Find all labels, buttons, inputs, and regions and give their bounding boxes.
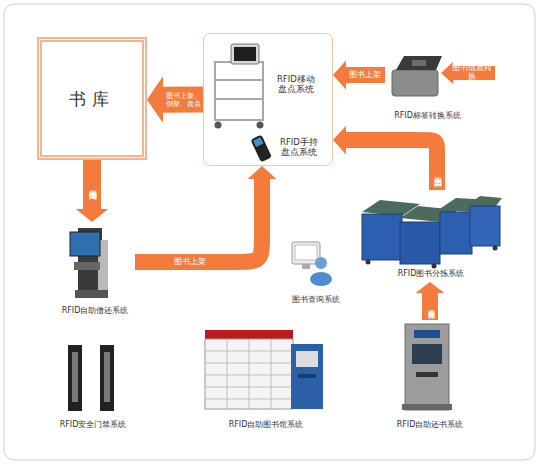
converter-base [392,70,438,96]
node-caption: RFID图书分拣系统 [356,269,506,279]
edge-label: 图书上架 [347,71,383,80]
arrow-head [333,61,346,90]
return-slot [416,372,438,377]
return-sign [414,330,440,338]
sorter-wheel [366,260,371,265]
node-caption: RFID自助图书馆系统 [195,420,337,430]
arrow-body [135,178,262,262]
outer-frame [4,4,535,460]
kiosk-shelf [74,262,100,270]
gate-strip [104,352,110,402]
edge-label: 图书分拣 [426,305,433,307]
handheld-body [250,135,271,163]
system-box: RFID图书分拣系统 [356,190,506,282]
arrow-head [248,166,277,179]
led-banner [205,330,293,339]
gate-panel [100,345,114,411]
cart-monitor [231,44,259,64]
edge-label: 图书上架 [170,257,210,266]
system-box: RFID安全门禁系统 [48,340,138,432]
converter-reader [412,60,426,66]
cart-wheel [215,122,222,129]
arrow-head [76,209,108,222]
return-base [402,404,452,410]
flow-arrow [76,160,108,222]
system-box: RFID自助借还系统 [55,222,135,318]
sorter-bin [362,214,402,260]
cart-wheel [257,122,264,129]
edge-label: 图书借阅 [88,184,97,186]
flow-arrow [416,282,445,320]
node-caption: RFID自助借还系统 [55,306,135,316]
sorter-wheel [432,264,437,269]
system-box: RFID移动盘点系统 [211,42,331,134]
node-caption: RFID移动盘点系统 [273,74,319,94]
node-caption: 图书查询系统 [282,295,350,305]
library-kiosk [291,344,323,409]
converter-pad [396,56,442,70]
kiosk-screen [70,232,100,256]
arrow-body [162,87,203,113]
arrow-body [345,140,437,190]
node-caption: RFID自助还书系统 [385,420,475,430]
user-head [315,257,327,269]
flow-arrow [147,76,203,123]
arrow-head [416,282,445,293]
system-box: RFID自助还书系统 [385,320,475,432]
cart-shelf [215,98,263,100]
node-caption: 书库 [42,89,142,109]
return-machine [405,324,449,410]
cart-frame [215,62,263,120]
sorter-bin [400,222,440,264]
arrow-head [333,126,346,155]
node-caption: RFID手持盘点系统 [276,137,322,157]
sorter-conveyor [466,196,502,206]
flow-arrow [135,166,276,262]
node-caption: RFID安全门禁系统 [48,420,138,430]
handheld-device [250,135,271,163]
sorter-wheel [493,246,498,251]
system-box: RFID手持盘点系统 [246,134,330,163]
cart-shelf [215,79,263,81]
group-box: RFID移动盘点系统 RFID手持盘点系统 [203,33,333,166]
monitor-screen [295,245,317,260]
cabinet-grid [205,339,293,409]
library-slot [298,374,316,378]
monitor-stand [302,264,310,269]
node-caption: RFID标签转换系统 [385,111,470,121]
flow-arrow [333,61,385,90]
handheld-screen [253,137,263,147]
sorter-bin [440,212,472,254]
gate-strip [72,352,78,402]
system-box: RFID自助图书馆系统 [195,325,337,432]
edge-label: 图书上架、倒架、盘点 [164,92,202,108]
sorter-bin [470,206,500,246]
arrow-body [345,67,385,83]
arrow-label: 图书信息转换 [449,64,495,81]
kiosk-base [75,290,108,298]
info-arrow [441,62,495,84]
arrow-head [147,76,163,123]
system-box: RFID标签转换系统 [385,50,470,122]
system-box: 图书查询系统 [282,238,350,306]
library-screen [296,351,318,367]
user-body [310,272,332,286]
book-cabinet [205,339,293,409]
arrow-body [422,292,438,320]
return-screen [412,344,442,364]
cart-screen [234,47,256,61]
arrow-body [83,160,101,210]
flow-arrow [333,126,437,190]
gate-panel [68,345,82,411]
edge-label: 图书上架 [433,171,442,173]
storage-box: 书库 [37,37,147,160]
